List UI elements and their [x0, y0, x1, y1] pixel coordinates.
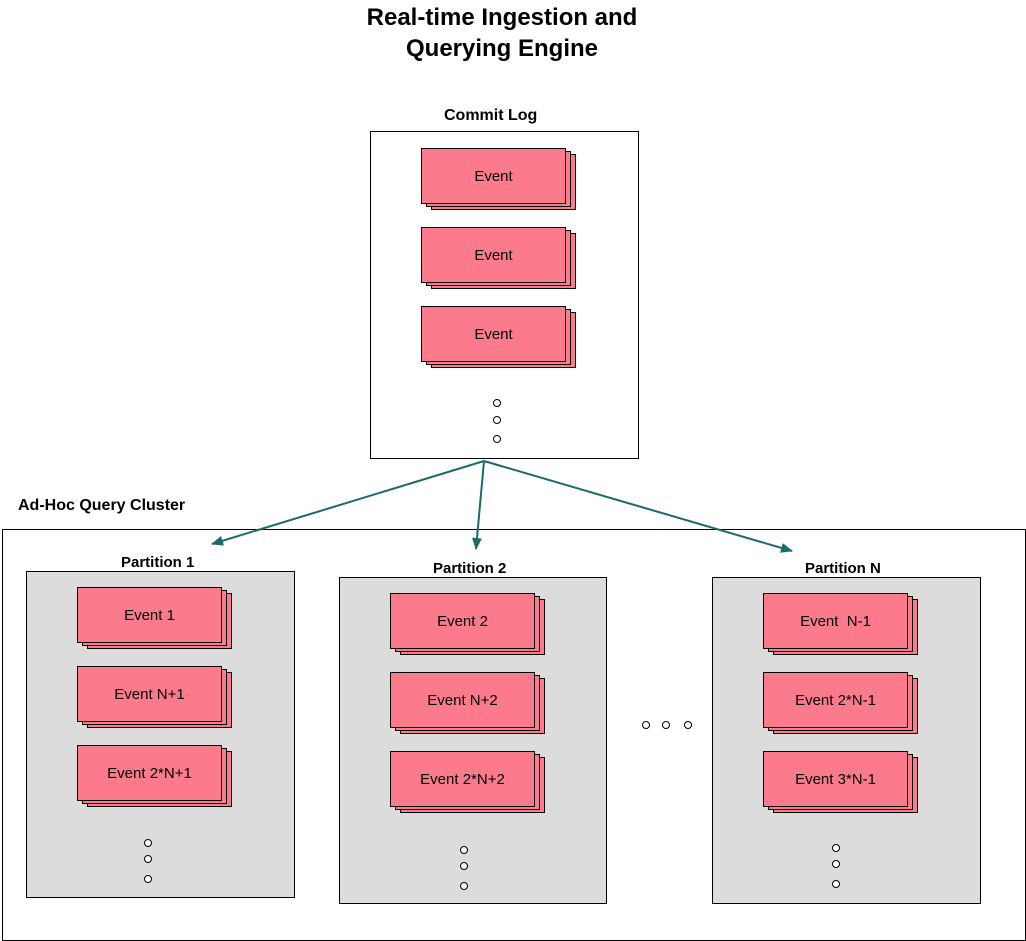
partition-2-box: Event 2 Event N+2 Event 2*N+2: [339, 577, 607, 904]
ellipsis-dot: [460, 882, 468, 890]
partition-n-box: Event N-1 Event 2*N-1 Event 3*N-1: [712, 577, 981, 904]
ellipsis-dot: [144, 839, 152, 847]
title-line-2: Querying Engine: [405, 35, 599, 62]
partition-1-box: Event 1 Event N+1 Event 2*N+1: [26, 571, 295, 898]
event-stack: Event N+2: [390, 672, 545, 734]
ellipsis-dot: [493, 435, 501, 443]
commit-event-label: Event: [421, 306, 566, 362]
event-label: Event N-1: [763, 593, 908, 649]
event-stack: Event 2: [390, 593, 545, 655]
title-line-1: Real-time Ingestion and: [366, 4, 638, 31]
event-label: Event 2*N+2: [390, 751, 535, 807]
ellipsis-dot: [460, 846, 468, 854]
ellipsis-dot: [642, 721, 650, 729]
partition-2-label: Partition 2: [433, 560, 507, 577]
ellipsis-dot: [832, 860, 840, 868]
arrow-to-partition-n: [483, 460, 793, 553]
commit-log-label: Commit Log: [444, 107, 538, 124]
arrow-to-partition-2: [472, 460, 485, 550]
partition-n-label: Partition N: [805, 560, 881, 577]
commit-event-label: Event: [421, 148, 566, 204]
event-label: Event N+2: [390, 672, 535, 728]
ellipsis-dot: [144, 855, 152, 863]
commit-event-stack-3: Event: [421, 306, 576, 368]
ellipsis-dot: [832, 880, 840, 888]
event-stack: Event N-1: [763, 593, 918, 655]
ellipsis-dot: [144, 875, 152, 883]
event-label: Event 2*N-1: [763, 672, 908, 728]
event-label: Event 2*N+1: [77, 745, 222, 801]
commit-event-stack-2: Event: [421, 227, 576, 289]
partition-1-label: Partition 1: [121, 554, 195, 571]
event-stack: Event 2*N+2: [390, 751, 545, 813]
arrow-to-partition-1: [211, 460, 485, 546]
event-stack: Event N+1: [77, 666, 232, 728]
event-stack: Event 1: [77, 587, 232, 649]
ellipsis-dot: [832, 844, 840, 852]
event-stack: Event 2*N+1: [77, 745, 232, 807]
ellipsis-dot: [493, 416, 501, 424]
commit-event-label: Event: [421, 227, 566, 283]
event-label: Event N+1: [77, 666, 222, 722]
event-label: Event 1: [77, 587, 222, 643]
ellipsis-dot: [662, 721, 670, 729]
event-label: Event 3*N-1: [763, 751, 908, 807]
event-stack: Event 3*N-1: [763, 751, 918, 813]
event-label: Event 2: [390, 593, 535, 649]
commit-event-stack-1: Event: [421, 148, 576, 210]
diagram-title: Real-time Ingestion and Querying Engine: [0, 2, 1004, 64]
ellipsis-dot: [684, 721, 692, 729]
ellipsis-dot: [460, 862, 468, 870]
ellipsis-dot: [493, 399, 501, 407]
commit-log-box: Event Event Event: [370, 131, 639, 459]
cluster-label: Ad-Hoc Query Cluster: [18, 497, 186, 514]
event-stack: Event 2*N-1: [763, 672, 918, 734]
